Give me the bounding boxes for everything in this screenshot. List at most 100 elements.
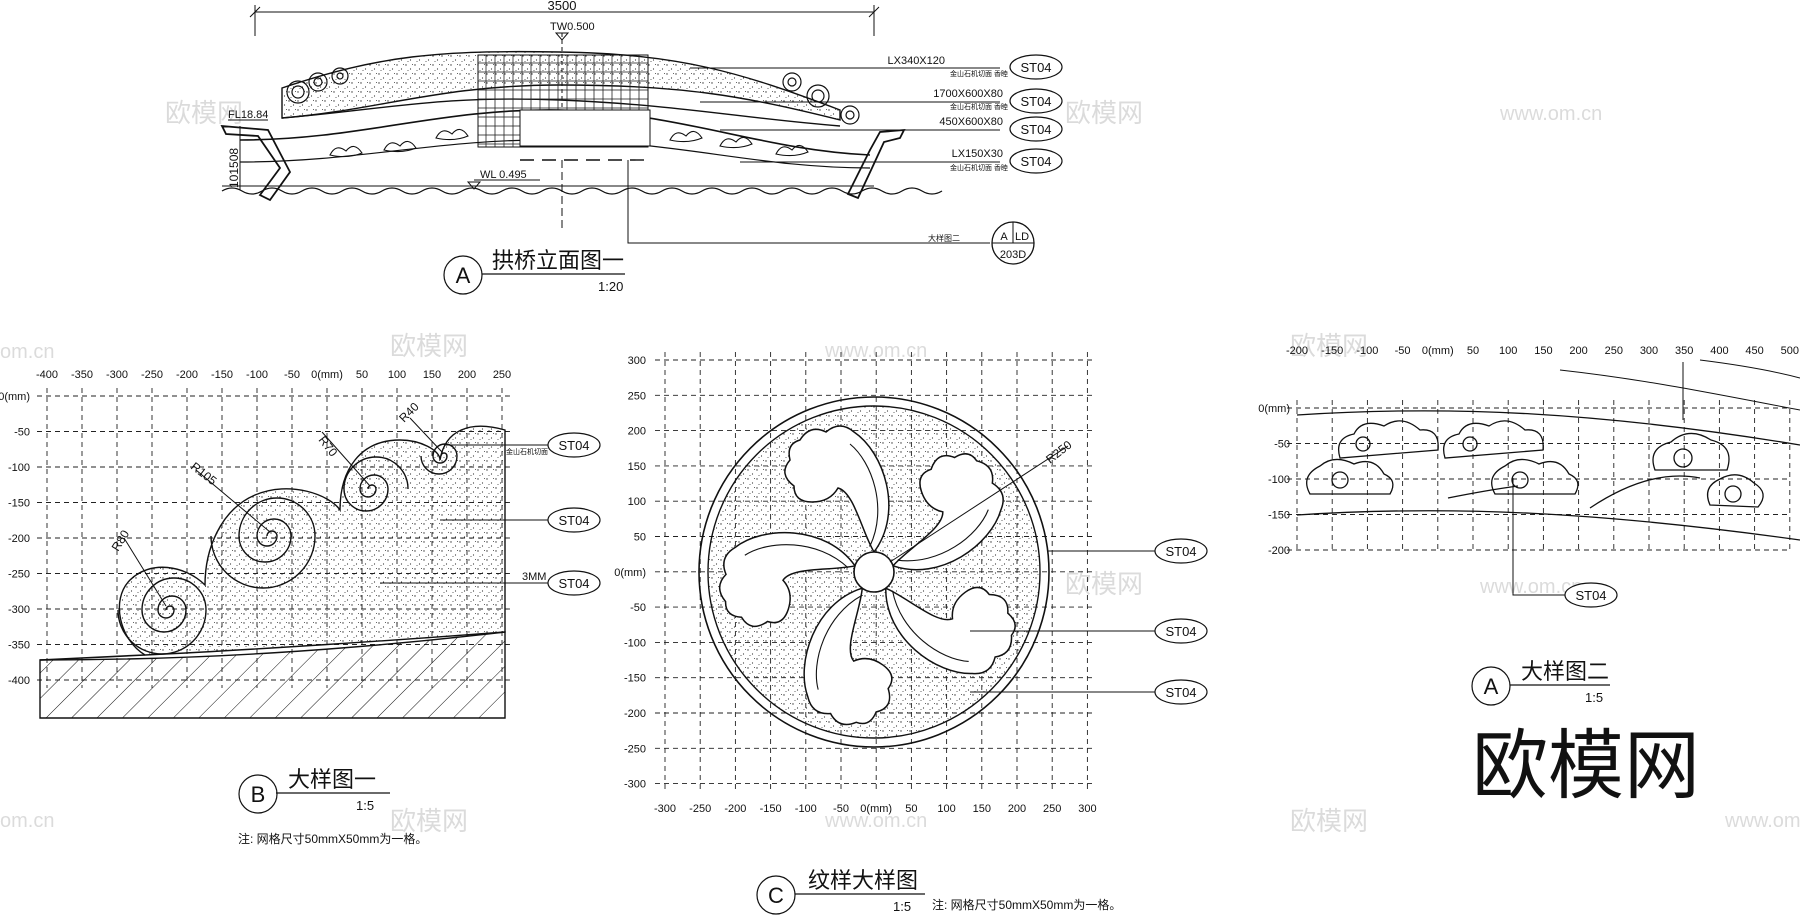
x-tick-label: -50 — [833, 803, 849, 815]
wl-label: WL 0.495 — [480, 169, 527, 181]
x-tick-label: 250 — [1043, 803, 1061, 815]
tag-st04: ST04 — [1020, 154, 1051, 169]
petal — [718, 531, 856, 628]
elevation-callout: 1700X600X80 金山石机切面 香睦 ST04 — [700, 88, 1063, 114]
x-tick-label: -400 — [36, 369, 58, 381]
x-tick-label: -100 — [795, 803, 817, 815]
petal — [784, 425, 890, 553]
tag-st04: ST04 — [1165, 544, 1196, 559]
detail-b-callout: 3MM ST04 — [380, 570, 601, 596]
level-wl: WL 0.495 — [466, 169, 540, 190]
detail-c-callout: ST04 — [1048, 538, 1208, 564]
detail-b-callout: 金山石机切面 ST04 — [444, 432, 601, 458]
y-tick-label: -150 — [8, 498, 30, 510]
watermark-domain: om.cn — [0, 341, 54, 363]
outer-ring — [698, 396, 1050, 748]
tag-st04: ST04 — [1165, 624, 1196, 639]
watermark-url: www.om.cn — [824, 340, 927, 362]
x-tick-label: 50 — [905, 803, 917, 815]
grid-a2 — [1287, 400, 1791, 551]
petal — [803, 587, 893, 726]
watermark-logo: 欧模网 — [165, 98, 243, 128]
x-tick-label: 400 — [1710, 345, 1728, 357]
x-tick-label: 300 — [1640, 345, 1658, 357]
x-tick-label: -50 — [1395, 345, 1411, 357]
detail-ref-sheet: LD — [1015, 231, 1029, 243]
title-letter: A — [1484, 674, 1499, 699]
scroll-mass — [118, 425, 506, 656]
title-letter: C — [768, 883, 784, 908]
watermark-big-logo: 欧模网 — [1472, 724, 1700, 809]
callout-spec: 1700X600X80 — [933, 88, 1003, 100]
watermark-logo: 欧模网 — [1290, 331, 1368, 361]
fl-label: FL18.84 — [228, 109, 268, 121]
watermark-url: www.om.cn — [1499, 103, 1602, 125]
x-tick-label: 100 — [1499, 345, 1517, 357]
y-tick-label: 200 — [628, 426, 646, 438]
elevation-callout: LX340X120 金山石机切面 香睦 ST04 — [690, 54, 1063, 80]
y-tick-label: -150 — [624, 673, 646, 685]
tag-st04: ST04 — [1020, 94, 1051, 109]
detail-ref-label: 大样图二 — [928, 233, 960, 243]
x-tick-label: 250 — [1605, 345, 1623, 357]
x-tick-label: -200 — [724, 803, 746, 815]
tag-st04: ST04 — [1020, 122, 1051, 137]
title-letter: B — [251, 782, 266, 807]
title-text: 大样图一 — [288, 767, 376, 792]
scroll-motifs — [286, 67, 860, 125]
x-tick-label: -200 — [176, 369, 198, 381]
y-tick-label: -200 — [624, 708, 646, 720]
y-tick-label: 150 — [628, 461, 646, 473]
title-text: 拱桥立面图一 — [492, 248, 624, 273]
bridge-elevation: 3500 TW0.500 — [220, 0, 1063, 295]
cloud-motifs-a2 — [1306, 420, 1764, 509]
x-tick-label: 350 — [1675, 345, 1693, 357]
watermark-logo: 欧模网 — [390, 331, 468, 361]
grid-note: 注: 网格尺寸50mmX50mm为一格。 — [238, 831, 427, 846]
y-tick-label: -350 — [8, 640, 30, 652]
y-tick-label: -50 — [1274, 439, 1290, 451]
detail-c-callout: ST04 — [970, 679, 1208, 705]
x-tick-label: 300 — [1078, 803, 1096, 815]
y-tick-label: 50 — [634, 532, 646, 544]
y-tick-label: 0(mm) — [1258, 403, 1290, 415]
radius-label: R40 — [396, 399, 422, 425]
y-tick-label: -50 — [630, 602, 646, 614]
elevation-callout: LX150X30 金山石机切面 香睦 ST04 — [740, 148, 1063, 174]
x-tick-label: -300 — [654, 803, 676, 815]
title-text: 纹样大样图 — [808, 868, 918, 893]
petal-pattern — [718, 425, 1016, 726]
tag-st04: ST04 — [1575, 588, 1606, 603]
tw-label: TW0.500 — [550, 21, 595, 33]
detail-ref-number: 203D — [1000, 249, 1026, 261]
x-tick-label: -100 — [1356, 345, 1378, 357]
y-tick-label: -100 — [1268, 474, 1290, 486]
x-tick-label: 200 — [458, 369, 476, 381]
y-tick-label: -300 — [8, 604, 30, 616]
x-tick-label: 50 — [356, 369, 368, 381]
y-tick-label: 0(mm) — [614, 567, 646, 579]
y-tick-label: -400 — [8, 675, 30, 687]
petal — [885, 586, 1016, 675]
y-tick-label: 300 — [628, 355, 646, 367]
radius-label: R105 — [188, 459, 219, 488]
title-letter: A — [456, 263, 471, 288]
title-scale: 1:5 — [1585, 690, 1603, 705]
watermark-url: www.om.cn — [824, 810, 927, 832]
ground-hatch — [39, 631, 506, 719]
x-tick-label: 100 — [937, 803, 955, 815]
radius-label: R80 — [109, 527, 133, 553]
radius-label: R250 — [1043, 437, 1074, 466]
x-tick-label: -150 — [211, 369, 233, 381]
callout-spec: LX340X120 — [888, 55, 946, 67]
watermark-logo: 欧模网 — [390, 806, 468, 836]
callout-note: 金山石机切面 香睦 — [950, 102, 1008, 111]
x-tick-label: -300 — [106, 369, 128, 381]
watermark-domain: om.cn — [0, 810, 54, 832]
x-tick-label: 0(mm) — [311, 369, 343, 381]
